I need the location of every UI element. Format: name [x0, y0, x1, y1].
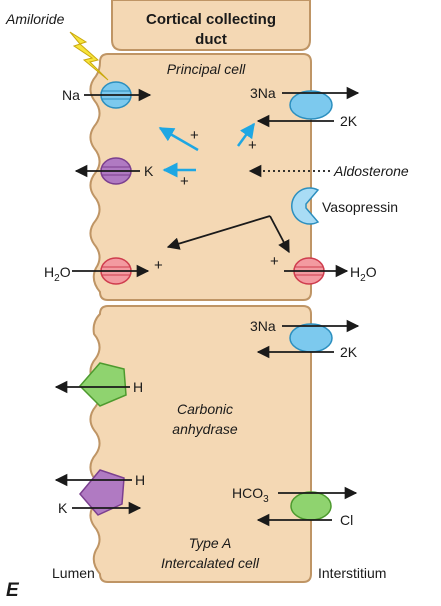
potassium-label-exchanger: K	[58, 500, 68, 516]
sodium-potassium-pump-principal	[289, 90, 333, 120]
aldosterone-label: Aldosterone	[333, 163, 409, 179]
bicarbonate-chloride-exchanger	[290, 491, 332, 521]
carbonic-anhydrase-line1: Carbonic	[177, 401, 233, 417]
water-label-basolateral: H2O	[350, 264, 377, 284]
stimulation-arrow-na-channel	[158, 126, 199, 152]
principal-cell-body	[89, 53, 312, 301]
stimulation-plus-3: +	[180, 173, 189, 190]
water-plus-basolateral: +	[270, 253, 279, 270]
duct-title-line1: Cortical collecting	[146, 11, 276, 28]
amiloride-label: Amiloride	[5, 11, 65, 27]
lightning-bolt-icon	[69, 31, 109, 81]
proton-label-bottom: H	[135, 472, 145, 488]
intercalated-cell-title-line1: Type A	[189, 535, 232, 551]
pump-k-label-intercalated: 2K	[340, 344, 358, 360]
pump-na-label-principal: 3Na	[250, 85, 276, 101]
sodium-label: Na	[62, 87, 80, 103]
bicarbonate-label: HCO3	[232, 485, 269, 505]
potassium-label: K	[144, 163, 154, 179]
pump-na-label-intercalated: 3Na	[250, 318, 276, 334]
vasopressin-label: Vasopressin	[322, 199, 398, 215]
vasopressin-signal-arrow-left	[166, 215, 271, 250]
carbonic-anhydrase-line2: anhydrase	[172, 421, 238, 437]
vasopressin-signal-arrow-right	[269, 215, 290, 254]
interstitium-label: Interstitium	[318, 565, 386, 581]
water-label-apical: H2O	[44, 264, 71, 284]
lumen-label: Lumen	[52, 565, 95, 581]
proton-pump	[78, 362, 127, 407]
duct-title-line2: duct	[195, 31, 227, 48]
stimulation-plus-1: +	[190, 127, 199, 144]
water-plus-apical: +	[154, 257, 163, 274]
proton-label-top: H	[133, 379, 143, 395]
intercalated-cell-title-line2: Intercalated cell	[161, 555, 260, 571]
stimulation-plus-2: +	[248, 137, 257, 154]
panel-letter: E	[6, 580, 20, 601]
vasopressin-receptor-icon	[291, 187, 320, 225]
chloride-label: Cl	[340, 512, 353, 528]
principal-cell-title: Principal cell	[167, 61, 246, 77]
pump-k-label-principal: 2K	[340, 113, 358, 129]
sodium-potassium-pump-intercalated	[289, 323, 333, 353]
stimulation-arrow-pump	[236, 122, 256, 147]
proton-potassium-exchanger	[79, 469, 125, 516]
duct-top-segment	[111, 0, 311, 51]
